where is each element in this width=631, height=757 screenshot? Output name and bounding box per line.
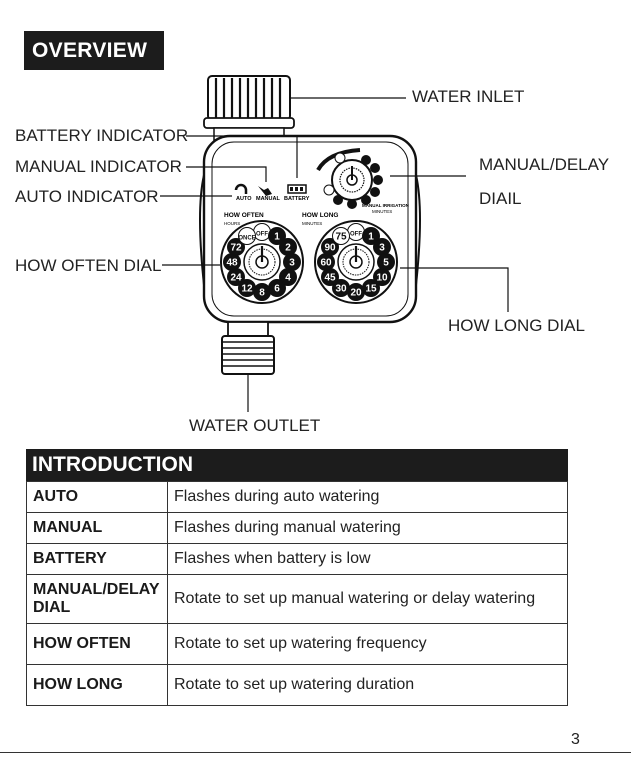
how-long-dial-callout: HOW LONG DIAL	[448, 316, 585, 335]
dial-mark-label: 10	[376, 273, 388, 284]
dial-mark-label: 24	[230, 273, 242, 284]
term-cell: BATTERY	[26, 543, 168, 575]
dial-mark-label: OFF	[256, 232, 268, 238]
table-row: MANUAL Flashes during manual watering	[26, 512, 568, 544]
how-often-label: HOW OFTEN	[224, 212, 264, 219]
table-row: BATTERY Flashes when battery is low	[26, 543, 568, 575]
callout-leaders	[160, 97, 509, 412]
table-row: AUTO Flashes during auto watering	[26, 481, 568, 513]
overview-heading: OVERVIEW	[24, 31, 164, 70]
dial-mark-label: 72	[230, 243, 242, 254]
battery-indicator-callout: BATTERY INDICATOR	[15, 126, 189, 145]
desc-cell: Flashes when battery is low	[167, 543, 568, 575]
manual-minutes-label: MINUTES	[372, 209, 392, 214]
introduction-heading: INTRODUCTION	[26, 449, 568, 481]
term-cell: MANUAL/DELAY DIAL	[26, 574, 168, 624]
how-long-label: HOW LONG	[302, 212, 338, 219]
term-cell: AUTO	[26, 481, 168, 513]
desc-cell: Rotate to set up watering frequency	[167, 623, 568, 665]
dial-mark-label: 15	[365, 284, 377, 295]
battery-led-label: BATTERY	[284, 196, 310, 202]
dial-mark	[332, 279, 350, 297]
indicator-panel: AUTO MANUAL BATTERY	[234, 183, 310, 202]
hours-label: HOURS	[224, 221, 240, 226]
dial-mark-label: 48	[226, 258, 238, 269]
manual-delay-callout-line2: DIAIL	[479, 189, 522, 208]
dial-mark	[332, 227, 350, 245]
water-outlet-thread	[221, 321, 275, 375]
term-cell: HOW OFTEN	[26, 623, 168, 665]
dial-mark-label: 30	[335, 284, 347, 295]
dial-mark-label: 8	[259, 288, 265, 299]
manual-led-label: MANUAL	[256, 196, 280, 202]
manual-delay-callout-line1: MANUAL/DELAY	[479, 155, 610, 174]
dial-mark-label: 4	[285, 273, 291, 284]
desc-cell: Rotate to set up manual watering or dela…	[167, 574, 568, 624]
auto-indicator-callout: AUTO INDICATOR	[15, 187, 159, 206]
dial-mark	[268, 227, 286, 245]
introduction-table: AUTO Flashes during auto watering MANUAL…	[26, 481, 568, 706]
manual-indicator-callout: MANUAL INDICATOR	[15, 157, 182, 176]
manual-delay-dial: MANUAL IRRIGATION MINUTES	[316, 148, 409, 214]
table-row: HOW OFTEN Rotate to set up watering freq…	[26, 623, 568, 665]
table-row: HOW LONG Rotate to set up watering durat…	[26, 664, 568, 706]
water-outlet-callout: WATER OUTLET	[189, 416, 321, 435]
desc-cell: Flashes during auto watering	[167, 481, 568, 513]
desc-cell: Flashes during manual watering	[167, 512, 568, 544]
dial-mark-label: 3	[379, 243, 385, 254]
dial-mark	[321, 238, 339, 256]
dial-mark-label: 90	[324, 243, 336, 254]
dial-mark	[362, 227, 380, 245]
term-cell: MANUAL	[26, 512, 168, 544]
dial-mark-label: 5	[383, 258, 389, 269]
dial-mark	[238, 279, 256, 297]
dial-mark	[227, 238, 245, 256]
term-cell: HOW LONG	[26, 664, 168, 706]
dial-mark-label: ONCE	[238, 236, 255, 242]
how-often-dial-callout: HOW OFTEN DIAL	[15, 256, 162, 275]
table-row: MANUAL/DELAY DIAL Rotate to set up manua…	[26, 574, 568, 624]
manual-irrigation-label: MANUAL IRRIGATION	[362, 203, 409, 208]
dial-mark-label: 6	[274, 284, 280, 295]
minutes-label: MINUTES	[302, 221, 322, 226]
dial-mark-label: 60	[320, 258, 332, 269]
dial-mark-label: 20	[350, 288, 362, 299]
dial-mark-label: 75	[335, 232, 347, 243]
dial-mark-label: 45	[324, 273, 336, 284]
auto-led-label: AUTO	[236, 196, 252, 202]
dial-mark	[238, 227, 256, 245]
footer-divider	[0, 752, 631, 753]
water-inlet-callout: WATER INLET	[412, 87, 525, 106]
timer-illustration: AUTO MANUAL BATTERY MANUAL IRRIGATION MI…	[160, 75, 509, 412]
dial-mark-label: 2	[285, 243, 291, 254]
dial-mark-label: 1	[368, 232, 374, 243]
dial-mark	[279, 268, 297, 286]
dial-mark	[373, 268, 391, 286]
introduction-section: INTRODUCTION AUTO Flashes during auto wa…	[26, 449, 568, 706]
page-number: 3	[571, 731, 580, 748]
dial-mark-label: 3	[289, 258, 295, 269]
water-inlet-nut	[203, 75, 295, 141]
desc-cell: Rotate to set up watering duration	[167, 664, 568, 706]
dial-mark-label: OFF	[350, 232, 362, 238]
dial-mark-label: 12	[241, 284, 253, 295]
dial-mark-label: 1	[274, 232, 280, 243]
